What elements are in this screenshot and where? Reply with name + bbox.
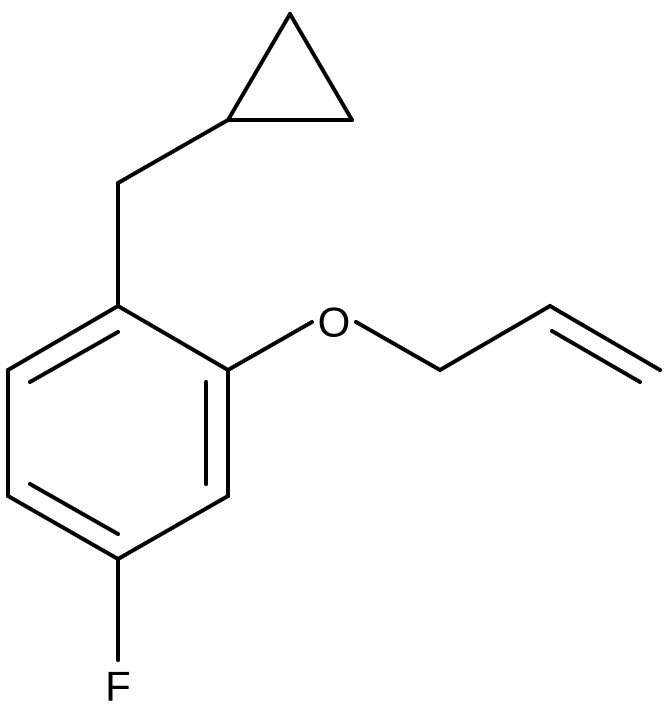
bond xyxy=(288,12,354,122)
allyl-double-bond-inner xyxy=(550,329,642,384)
bond xyxy=(28,330,120,384)
oxygen-ch2-bond xyxy=(354,320,442,372)
oxygen-atom-label: O xyxy=(318,299,351,346)
aryl-oxygen-bond xyxy=(226,320,314,372)
fluorine-atom-label: F xyxy=(105,663,131,708)
bond xyxy=(28,482,120,536)
bond xyxy=(6,304,120,372)
cyclopropyl-ring xyxy=(226,12,354,122)
bond xyxy=(116,304,230,372)
allyl-double-bond xyxy=(548,304,662,372)
ring-to-ch2-bond xyxy=(116,118,230,185)
bond xyxy=(226,12,292,122)
bond xyxy=(116,494,230,561)
benzene-ring xyxy=(6,304,230,561)
bond xyxy=(6,494,120,561)
allyl-single-bond xyxy=(438,304,552,372)
